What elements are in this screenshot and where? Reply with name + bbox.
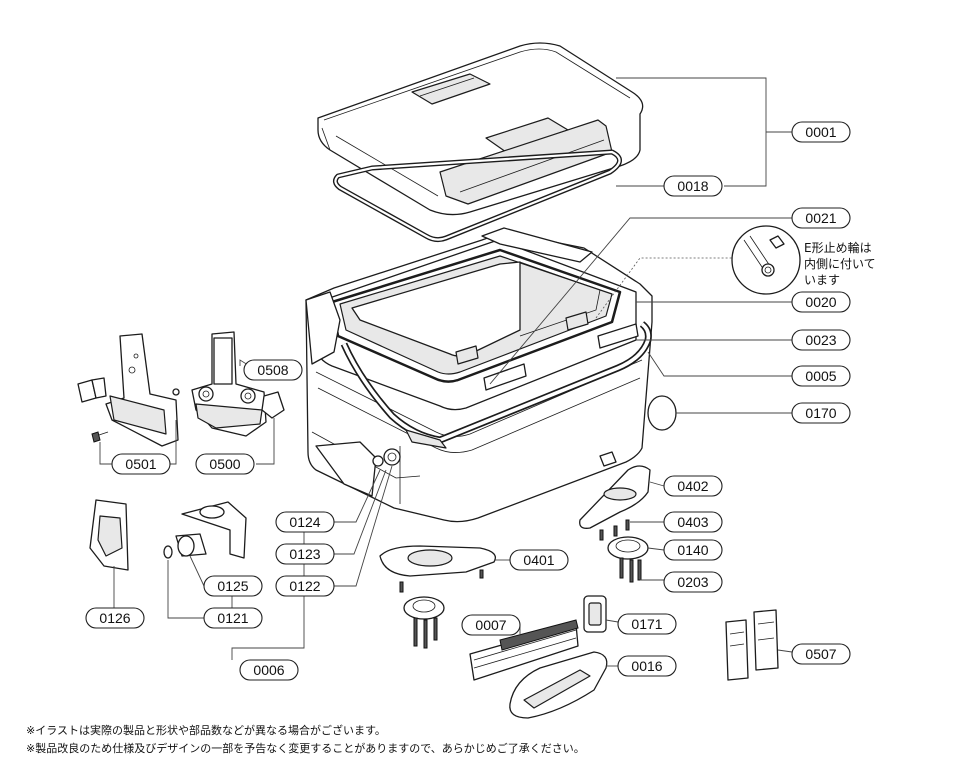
- footnote-spec-change: ※製品改良のため仕様及びデザインの一部を予告なく変更することがありますので、あら…: [26, 742, 585, 755]
- part-number-0140: 0140: [677, 542, 708, 558]
- e-ring-detail-drawing: [731, 225, 801, 295]
- part-number-0007: 0007: [475, 617, 506, 633]
- strap-pad-0016-drawing: [509, 651, 608, 719]
- part-number-0507: 0507: [805, 646, 836, 662]
- part-number-0170: 0170: [805, 405, 836, 421]
- part-label-0203: 0203: [663, 571, 723, 593]
- drain-plug-drawing: [163, 501, 247, 559]
- part-label-0023: 0023: [791, 329, 851, 351]
- buckle-0171-drawing: [583, 595, 607, 633]
- part-number-0006: 0006: [253, 662, 284, 678]
- part-number-0508: 0508: [257, 362, 288, 378]
- ice-pack-0007-drawing: [469, 619, 579, 681]
- part-label-0501: 0501: [111, 453, 171, 475]
- part-number-0023: 0023: [805, 332, 836, 348]
- latch-0501-drawing: [77, 333, 180, 447]
- part-label-0122: 0122: [275, 575, 335, 597]
- part-number-0018: 0018: [677, 178, 708, 194]
- lid-drawing: [317, 42, 644, 216]
- part-label-0171: 0171: [617, 613, 677, 635]
- part-number-0401: 0401: [523, 552, 554, 568]
- footnote-illustration: ※イラストは実際の製品と形状や部品数などが異なる場合がございます。: [26, 724, 386, 737]
- part-number-0126: 0126: [99, 610, 130, 626]
- part-number-0501: 0501: [125, 456, 156, 472]
- part-label-0508: 0508: [243, 359, 303, 381]
- part-number-0171: 0171: [631, 616, 662, 632]
- part-number-0016: 0016: [631, 658, 662, 674]
- part-label-0170: 0170: [791, 402, 851, 424]
- callout-note-line-2: 内側に付いて: [804, 257, 876, 271]
- latch-0500-drawing: [191, 331, 285, 437]
- part-label-0140: 0140: [663, 539, 723, 561]
- part-label-0500: 0500: [195, 453, 255, 475]
- part-number-0402: 0402: [677, 478, 708, 494]
- part-number-0122: 0122: [289, 578, 320, 594]
- part-number-0020: 0020: [805, 294, 836, 310]
- part-label-0020: 0020: [791, 291, 851, 313]
- callout-note-line-3: います: [804, 273, 840, 287]
- part-label-0021: 0021: [791, 207, 851, 229]
- part-number-0001: 0001: [805, 124, 836, 140]
- foot-pad-drawing: [403, 596, 445, 649]
- part-label-0007: 0007: [461, 614, 521, 636]
- foot-0140-drawing: [607, 536, 649, 583]
- part-label-0124: 0124: [275, 511, 335, 533]
- part-number-0005: 0005: [805, 368, 836, 384]
- part-label-0403: 0403: [663, 511, 723, 533]
- part-label-0125: 0125: [203, 575, 263, 597]
- part-number-0125: 0125: [217, 578, 248, 594]
- part-number-0121: 0121: [217, 610, 248, 626]
- sticker-drawing: [647, 395, 677, 431]
- part-label-0121: 0121: [203, 607, 263, 629]
- strap-0507-drawing: [725, 609, 779, 681]
- part-number-0500: 0500: [209, 456, 240, 472]
- part-number-0203: 0203: [677, 574, 708, 590]
- part-label-0507: 0507: [791, 643, 851, 665]
- part-label-0016: 0016: [617, 655, 677, 677]
- part-number-0124: 0124: [289, 514, 320, 530]
- part-label-0006: 0006: [239, 659, 299, 681]
- handle-drawing: [340, 321, 652, 449]
- callout-note-line-1: E形止め輪は: [804, 240, 872, 255]
- part-label-0402: 0402: [663, 475, 723, 497]
- part-label-0005: 0005: [791, 365, 851, 387]
- leader-lines: [99, 77, 793, 667]
- foot-0402-drawing: [579, 465, 651, 541]
- part-label-0123: 0123: [275, 543, 335, 565]
- part-number-0021: 0021: [805, 210, 836, 226]
- cooler-body-drawing: [305, 227, 653, 523]
- part-number-0123: 0123: [289, 546, 320, 562]
- foot-0401-drawing: [379, 545, 497, 593]
- sheet-0126-drawing: [89, 499, 129, 571]
- part-label-0126: 0126: [85, 607, 145, 629]
- part-label-0018: 0018: [663, 175, 723, 197]
- part-label-0001: 0001: [791, 121, 851, 143]
- part-label-0401: 0401: [509, 549, 569, 571]
- gasket-drawing: [332, 149, 622, 243]
- part-number-0403: 0403: [677, 514, 708, 530]
